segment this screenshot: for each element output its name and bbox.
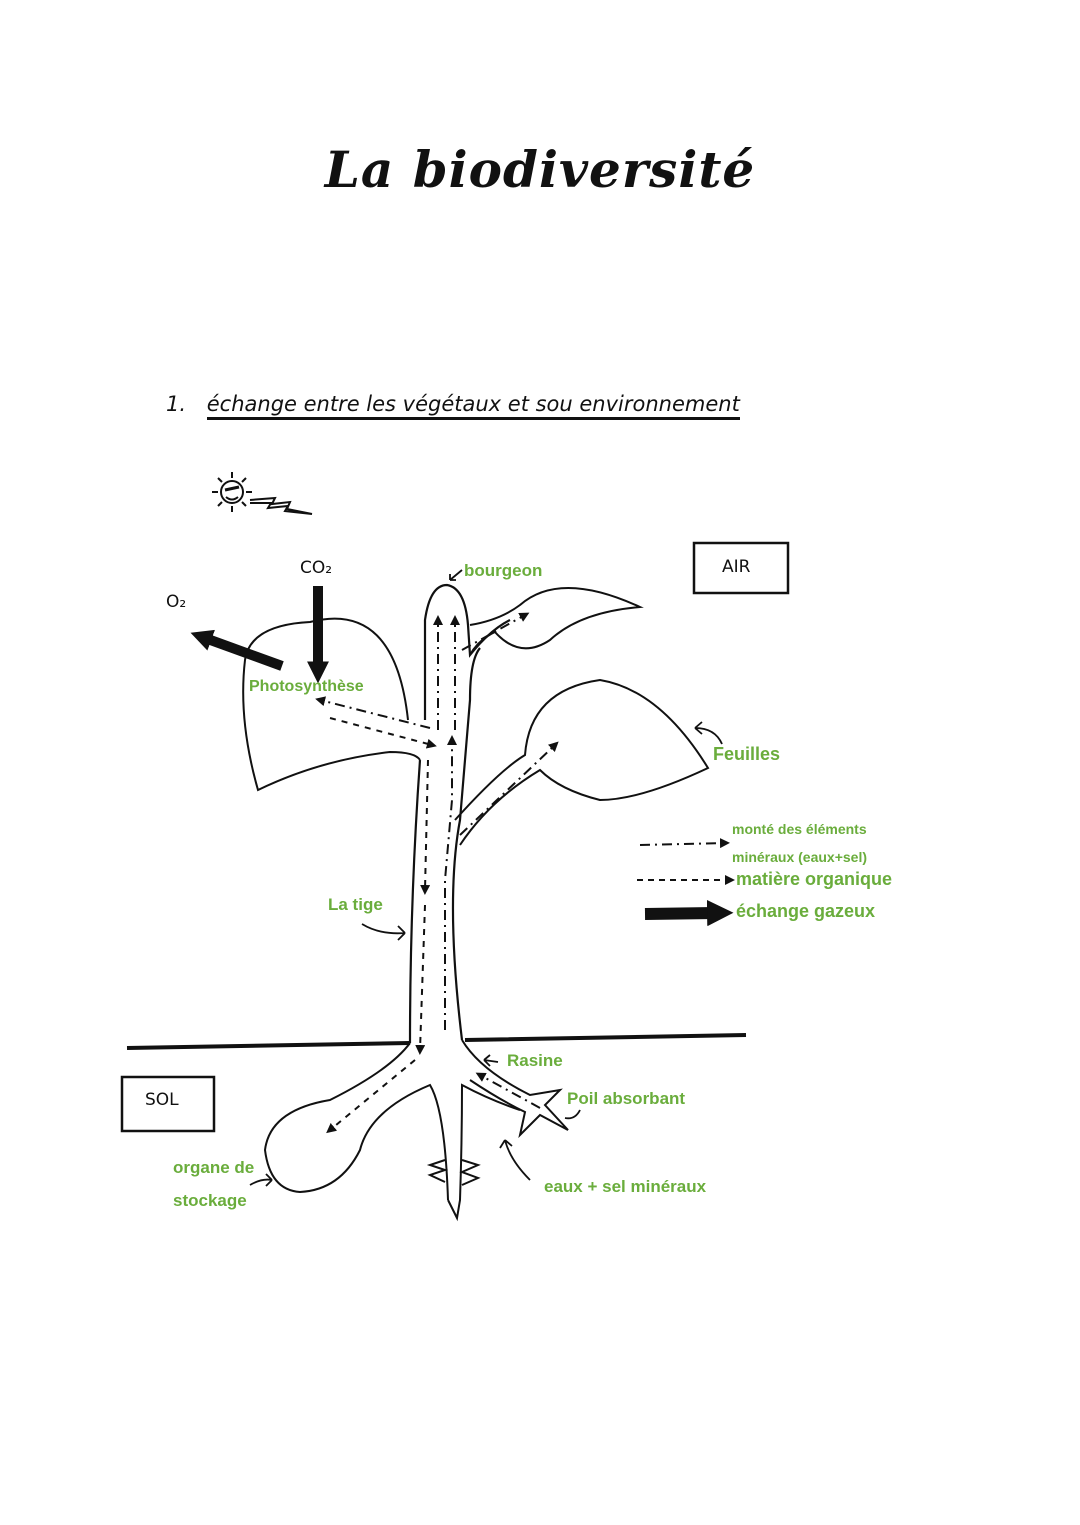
root-right [461, 1039, 569, 1139]
flow-organic-stem [420, 759, 431, 895]
organe-pointer [249, 1173, 273, 1187]
tige-label: La tige [328, 895, 383, 914]
flow-mineral-leaf-top [461, 612, 530, 651]
sunlight-ray-icon [249, 496, 313, 515]
legend-gas: échange gazeux [736, 901, 876, 921]
legend-organic: matière organique [736, 869, 893, 889]
photosynthese-label: Photosynthèse [249, 678, 364, 695]
eaux-pointer [499, 1139, 531, 1181]
ground-line [126, 1033, 747, 1050]
sol-label: SOL [145, 1090, 179, 1110]
bourgeon-pointer [449, 569, 463, 581]
feuilles-pointer [694, 721, 723, 745]
leaf-left [242, 617, 421, 792]
sun-icon [212, 472, 252, 512]
organe-label-line2: stockage [173, 1191, 247, 1210]
flow-mineral-leaf-left [315, 696, 431, 729]
legend-dashdot-line [639, 838, 730, 849]
section-heading: 1. échange entre les végétaux et sou env… [166, 392, 740, 420]
o2-arrow [190, 629, 284, 671]
flow-organic-storage [326, 1059, 416, 1134]
organe-label-line1: organe de [173, 1158, 255, 1177]
poil-absorbant-label: Poil absorbant [567, 1089, 686, 1108]
air-zone-box [692, 541, 790, 595]
section-number: 1. [166, 392, 187, 416]
root-hairs [426, 1159, 481, 1186]
leaf-top-right [469, 587, 644, 656]
rasine-pointer [483, 1054, 499, 1067]
flow-organic-leaf [329, 717, 437, 749]
co2-label: CO₂ [300, 558, 333, 578]
root-storage [263, 1042, 449, 1201]
page-title: La biodiversité [324, 140, 756, 199]
tige-pointer [361, 923, 406, 941]
eaux-label: eaux + sel minéraux [544, 1177, 707, 1196]
flow-mineral-leaf-mid [459, 741, 559, 836]
section-title: échange entre les végétaux et sou enviro… [206, 392, 740, 420]
flow-mineral-stem [444, 735, 457, 1030]
legend-mineral-line1: monté des éléments [732, 821, 867, 837]
poil-pointer [564, 1109, 581, 1120]
sol-zone-box [120, 1075, 216, 1133]
legend-mineral-line2: minéraux (eaux+sel) [732, 849, 868, 865]
rasine-label: Rasine [507, 1051, 563, 1070]
air-label: AIR [722, 557, 751, 577]
flow-organic-stem-low [415, 904, 426, 1055]
root-main [447, 1083, 521, 1222]
bourgeon-label: bourgeon [464, 561, 543, 580]
o2-label: O₂ [166, 592, 187, 612]
leaf-middle-right [454, 678, 710, 846]
feuilles-label: Feuilles [713, 744, 781, 764]
legend-thick-line [644, 899, 734, 927]
